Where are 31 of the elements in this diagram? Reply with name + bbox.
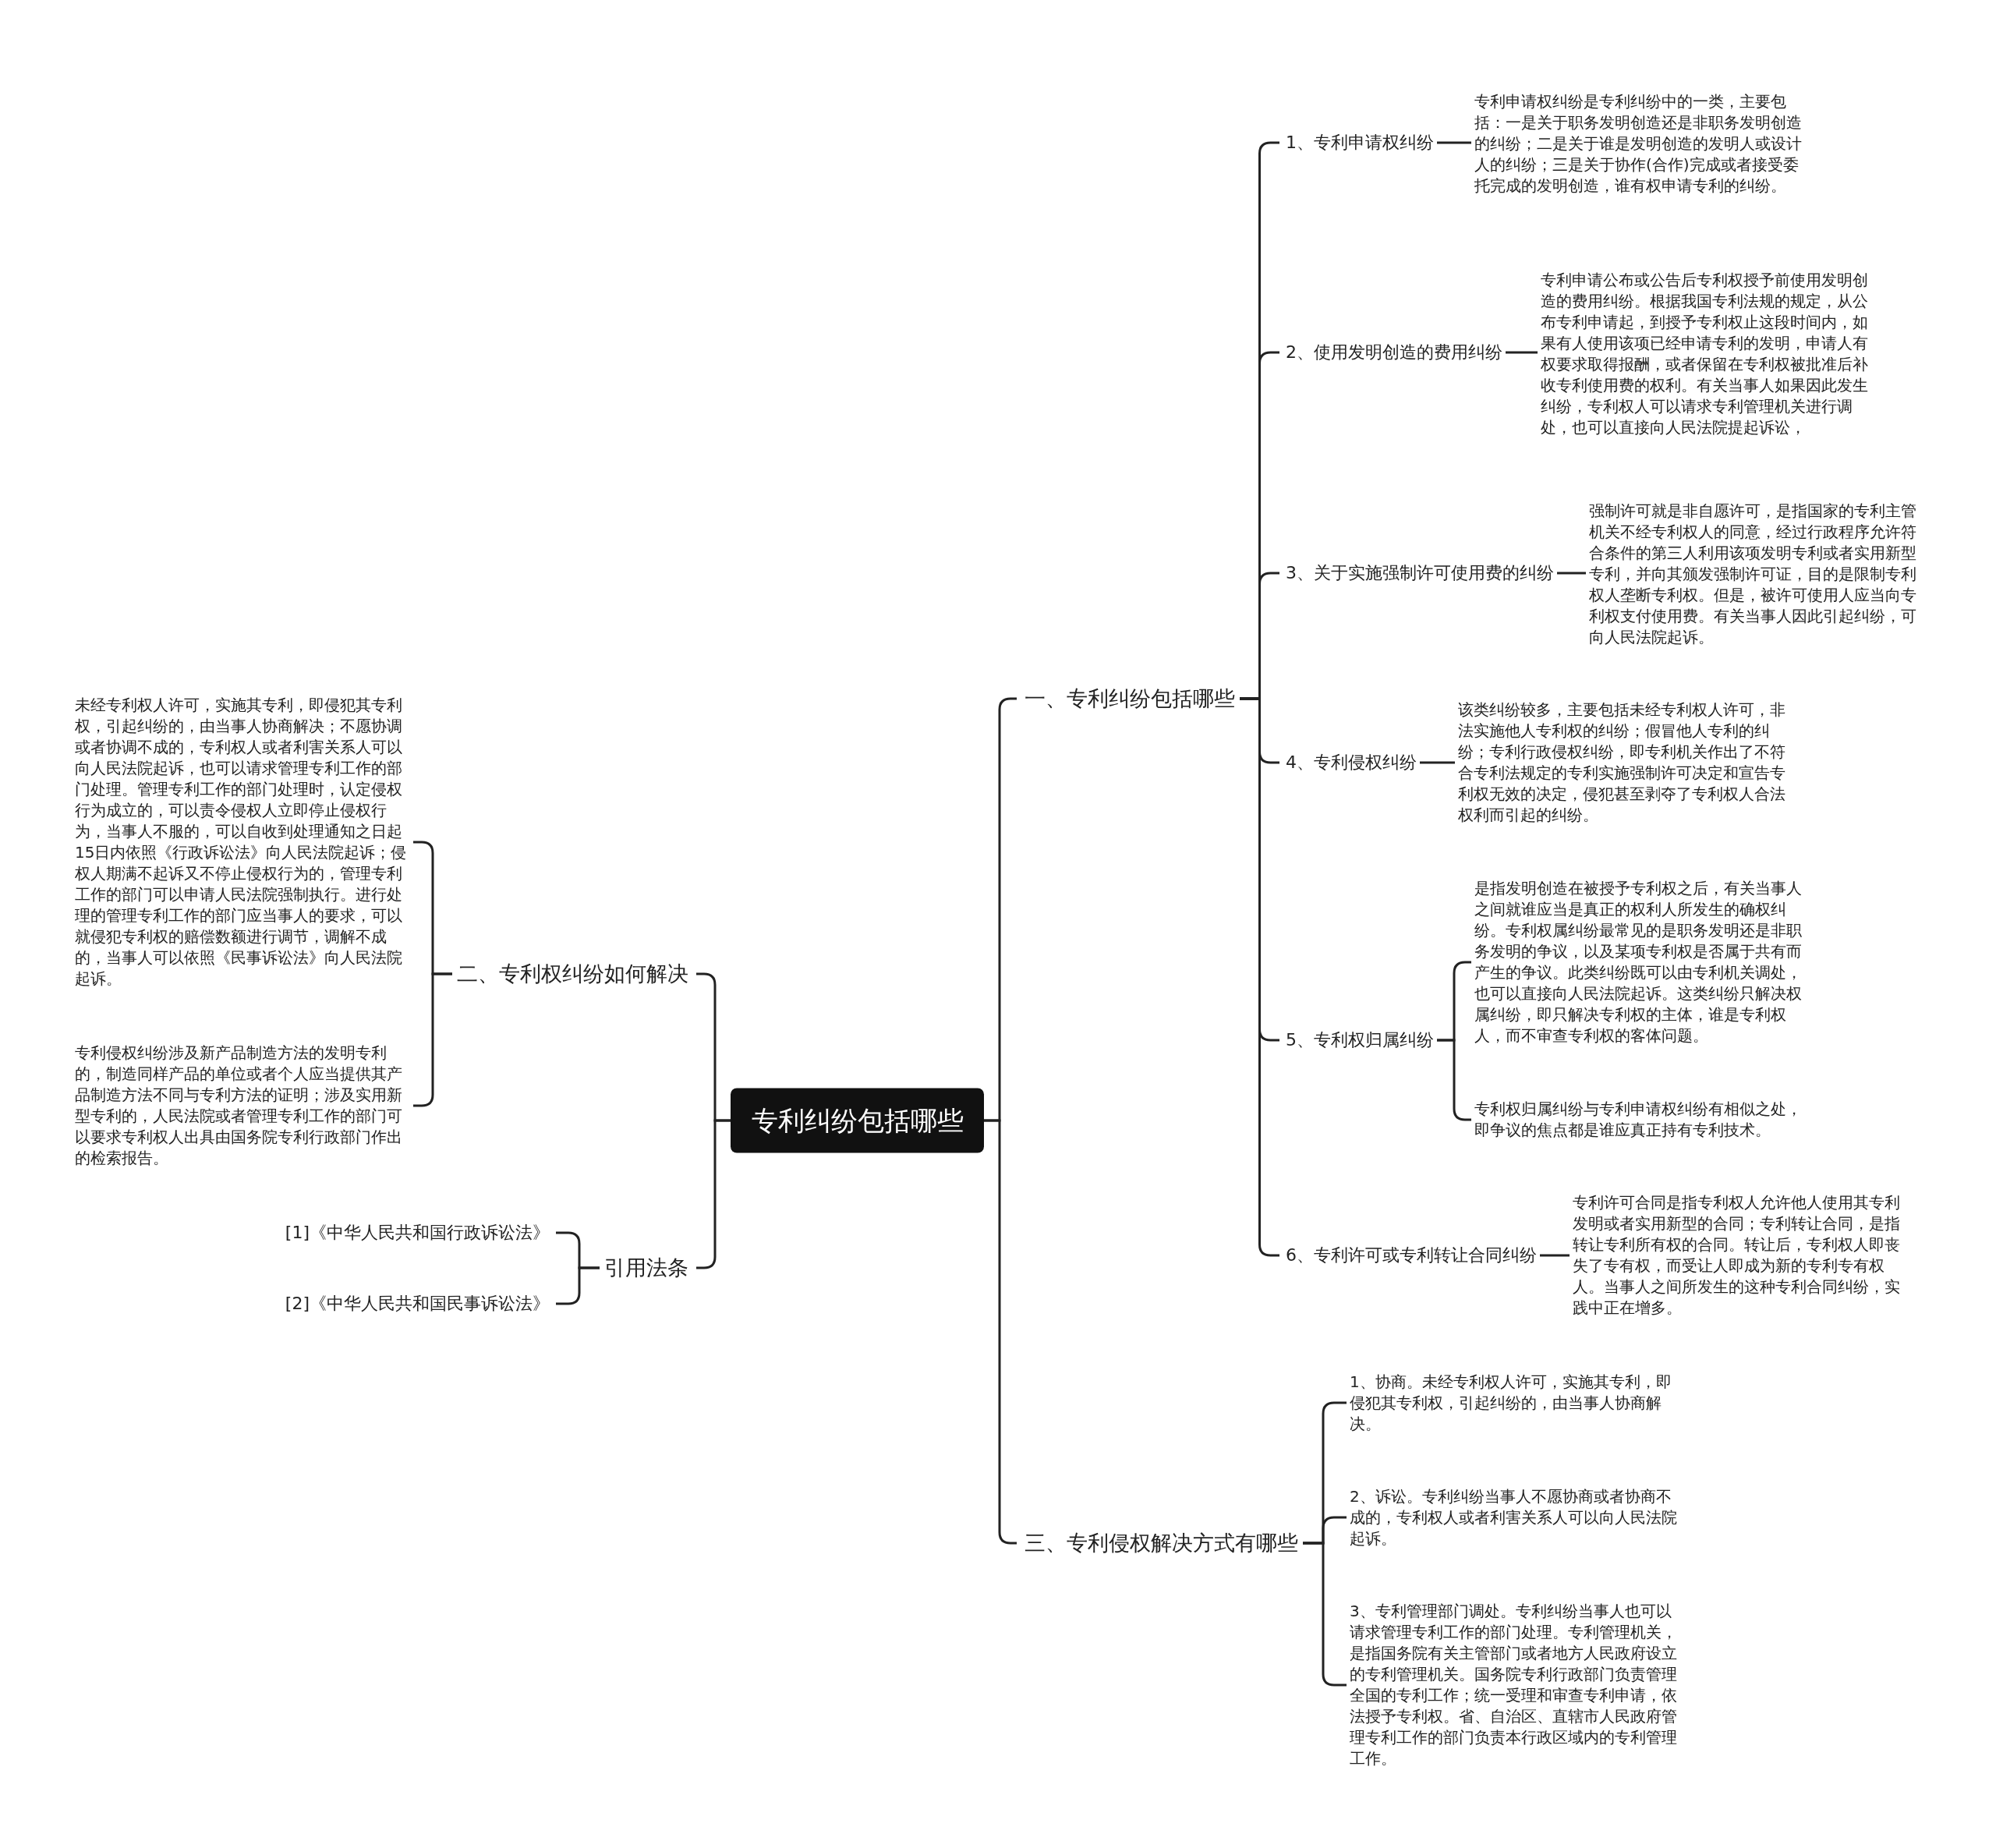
- connector-line: [1506, 351, 1538, 354]
- subtopic-label: 3、关于实施强制许可使用费的纠纷: [1283, 560, 1557, 586]
- note-text: 1、协商。未经专利权人许可，实施其专利，即侵犯其专利权，引起纠纷的，由当事人协商解决。: [1350, 1371, 1685, 1435]
- note-text: 该类纠纷较多，主要包括未经专利权人许可，非法实施他人专利权的纠纷；假冒他人专利的纠纷；专利行政侵权纠纷，即专利机关作出了不符合专利法规定的专利实施强制许可决定和宣告专利权无效的决定，侵犯甚至剥夺了专利权人合法权利而引起的纠纷。: [1458, 699, 1793, 826]
- note-text: 专利权归属纠纷与专利申请权纠纷有相似之处，即争议的焦点都是谁应真正持有专利技术。: [1474, 1099, 1810, 1141]
- connector-line: [1557, 572, 1586, 575]
- branch-topic-label: 三、专利侵权解决方式有哪些: [1020, 1526, 1303, 1560]
- note-text: 专利申请公布或公告后专利权授予前使用发明创造的费用纠纷。根据我国专利法规的规定，从公布专利申请起，到授予专利权止这段时间内，如果有人使用该项已经申请专利的发明，申请人有权要求取得报酬，或者保留在专利权被批准后补收专利使用费的权利。有关当事人如果因此发生纠纷，专利权人可以请求专利管理机关进行调处，也可以直接向人民法院提起诉讼，: [1541, 270, 1876, 438]
- note-text: 是指发明创造在被授予专利权之后，有关当事人之间就谁应当是真正的权利人所发生的确权纠纷。专利权属纠纷最常见的是职务发明还是非职务发明的争议，以及某项专利权是否属于共有而产生的争议。此类纠纷既可以由专利机关调处，也可以直接向人民法院起诉。这类纠纷只解决权属纠纷，即只解决专利权的主体，谁是专利权人，而不审查专利权的客体问题。: [1474, 878, 1810, 1046]
- note-text: 3、专利管理部门调处。专利纠纷当事人也可以请求管理专利工作的部门处理。专利管理机关，是指国务院有关主管部门或者地方人民政府设立的专利管理机关。国务院专利行政部门负责管理全国的专利工作；统一受理和审查专利申请，依法授予专利权。省、自治区、直辖市人民政府管理专利工作的部门负责本行政区域内的专利管理工作。: [1350, 1601, 1685, 1769]
- note-text: 强制许可就是非自愿许可，是指国家的专利主管机关不经专利权人的同意，经过行政程序允许符合条件的第三人利用该项发明专利或者实用新型专利，并向其颁发强制许可证，目的是限制专利权人垄断专利权。但是，被许可使用人应当向专利权支付使用费。有关当事人因此引起纠纷，可向人民法院起诉。: [1589, 500, 1924, 648]
- subtopic-label: 6、专利许可或专利转让合同纠纷: [1283, 1242, 1540, 1269]
- branch-topic-label: 引用法条: [600, 1251, 693, 1285]
- connector-line: [1540, 1254, 1570, 1257]
- subtopic-label: 1、专利申请权纠纷: [1283, 129, 1437, 156]
- note-text: 专利侵权纠纷涉及新产品制造方法的发明专利的，制造同样产品的单位或者个人应当提供其产品制造方法不同与专利方法的证明；涉及实用新型专利的，人民法院或者管理专利工作的部门可以要求专利权人出具由国务院专利行政部门作出的检索报告。: [75, 1043, 410, 1169]
- subtopic-label: 4、专利侵权纠纷: [1283, 749, 1420, 776]
- subtopic-label: 2、使用发明创造的费用纠纷: [1283, 339, 1506, 366]
- connector-line: [1420, 761, 1455, 764]
- connector-line: [1437, 141, 1471, 144]
- note-text: 未经专利权人许可，实施其专利，即侵犯其专利权，引起纠纷的，由当事人协商解决；不愿协调或者协调不成的，专利权人或者利害关系人可以向人民法院起诉，也可以请求管理专利工作的部门处理。管理专利工作的部门处理时，认定侵权行为成立的，可以责令侵权人立即停止侵权行为，当事人不服的，可以自收到处理通知之日起15日内依照《行政诉讼法》向人民法院起诉；侵权人期满不起诉又不停止侵权行为的，管理专利工作的部门可以申请人民法院强制执行。进行处理的管理专利工作的部门应当事人的要求，可以就侵犯专利权的赔偿数额进行调节，调解不成的，当事人可以依照《民事诉讼法》向人民法院起诉。: [75, 695, 410, 989]
- root-topic-box: 专利纠纷包括哪些: [731, 1088, 984, 1153]
- connector-line: [556, 1266, 600, 1305]
- branch-topic-label: 一、专利纠纷包括哪些: [1020, 681, 1240, 716]
- branch-topic-label: 二、专利权纠纷如何解决: [452, 957, 693, 991]
- subtopic-label: [1]《中华人民共和国行政诉讼法》: [281, 1220, 553, 1246]
- subtopic-label: 5、专利权归属纠纷: [1283, 1027, 1437, 1053]
- note-text: 2、诉讼。专利纠纷当事人不愿协商或者协商不成的，专利权人或者利害关系人可以向人民法院起诉。: [1350, 1485, 1685, 1549]
- note-text: 专利申请权纠纷是专利纠纷中的一类，主要包括：一是关于职务发明创造还是非职务发明创造的纠纷；二是关于谁是发明创造的发明人或设计人的纠纷；三是关于协作(合作)完成或者接受委托完成的发明创造，谁有权申请专利的纠纷。: [1474, 90, 1810, 196]
- note-text: 专利许可合同是指专利权人允许他人使用其专利发明或者实用新型的合同；专利转让合同，是指转让专利所有权的合同。转让后，专利权人即丧失了专有权，而受让人即成为新的专利专有权人。当事人之间所发生的这种专利合同纠纷，实践中正在增多。: [1573, 1192, 1908, 1319]
- subtopic-label: [2]《中华人民共和国民事诉讼法》: [281, 1290, 553, 1317]
